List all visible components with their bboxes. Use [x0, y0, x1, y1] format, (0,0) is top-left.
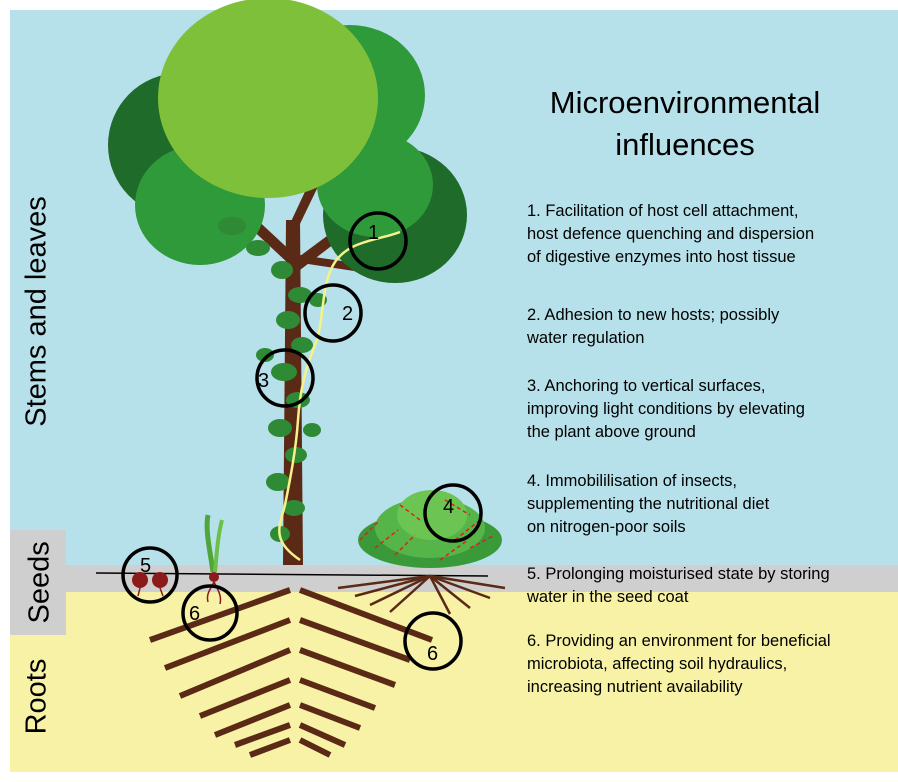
- diagram-title: Microenvironmental influences: [520, 82, 850, 166]
- svg-text:6: 6: [189, 603, 200, 625]
- marker-5: 5: [121, 546, 179, 604]
- roots-label: Roots: [20, 658, 53, 735]
- seeds-label: Seeds: [23, 541, 56, 624]
- svg-text:1: 1: [368, 222, 379, 244]
- mucilage-trail: [278, 230, 401, 562]
- influence-3-line: 3. Anchoring to vertical surfaces,: [527, 377, 766, 395]
- title-line-1: Microenvironmental: [549, 85, 821, 120]
- influence-2: 2. Adhesion to new hosts; possibly water…: [527, 304, 895, 350]
- tree-canopy: [108, 0, 467, 283]
- stems-and-leaves-label: Stems and leaves: [20, 196, 53, 427]
- svg-text:6: 6: [427, 643, 438, 665]
- influence-5-line: water in the seed coat: [527, 588, 689, 606]
- influence-5: 5. Prolonging moisturised state by stori…: [527, 563, 895, 609]
- svg-text:4: 4: [443, 496, 454, 518]
- influence-2-line: water regulation: [527, 329, 645, 347]
- influence-4-line: supplementing the nutritional diet: [527, 495, 770, 513]
- influence-6-line: increasing nutrient availability: [527, 678, 743, 696]
- seedling: [204, 514, 224, 605]
- influence-3-line: the plant above ground: [527, 423, 696, 441]
- influence-6-line: 6. Providing an environment for benefici…: [527, 632, 831, 650]
- influence-1-line: 1. Facilitation of host cell attachment,: [527, 202, 799, 220]
- svg-text:5: 5: [140, 555, 151, 577]
- marker-1: 1: [348, 211, 408, 271]
- influence-3-line: improving light conditions by elevating: [527, 400, 805, 418]
- influence-5-line: 5. Prolonging moisturised state by stori…: [527, 565, 830, 583]
- sundew-plant: [358, 490, 502, 568]
- influence-1-line: of digestive enzymes into host tissue: [527, 248, 796, 266]
- influence-1: 1. Facilitation of host cell attachment,…: [527, 200, 895, 269]
- marker-3: 3: [255, 348, 315, 408]
- influence-4: 4. Immobililisation of insects, suppleme…: [527, 470, 895, 539]
- ivy-vine: [218, 217, 327, 542]
- influence-6-line: microbiota, affecting soil hydraulics,: [527, 655, 788, 673]
- title-line-2: influences: [615, 127, 755, 162]
- seeds-group: [132, 572, 168, 597]
- marker-4: 4: [423, 483, 483, 543]
- influence-1-line: host defence quenching and dispersion: [527, 225, 815, 243]
- influence-4-line: on nitrogen-poor soils: [527, 518, 686, 536]
- marker-6a: 6: [181, 584, 239, 642]
- sundew-roots: [337, 574, 506, 615]
- marker-2: 2: [303, 283, 363, 343]
- influence-2-line: 2. Adhesion to new hosts; possibly: [527, 306, 780, 324]
- svg-text:2: 2: [342, 303, 353, 325]
- marker-6b: 6: [403, 611, 463, 671]
- influence-4-line: 4. Immobililisation of insects,: [527, 472, 737, 490]
- influence-3: 3. Anchoring to vertical surfaces, impro…: [527, 375, 895, 444]
- seeds-label-band: [10, 530, 66, 635]
- influence-6: 6. Providing an environment for benefici…: [527, 630, 895, 699]
- svg-text:3: 3: [258, 370, 269, 392]
- tree-roots: [148, 587, 434, 758]
